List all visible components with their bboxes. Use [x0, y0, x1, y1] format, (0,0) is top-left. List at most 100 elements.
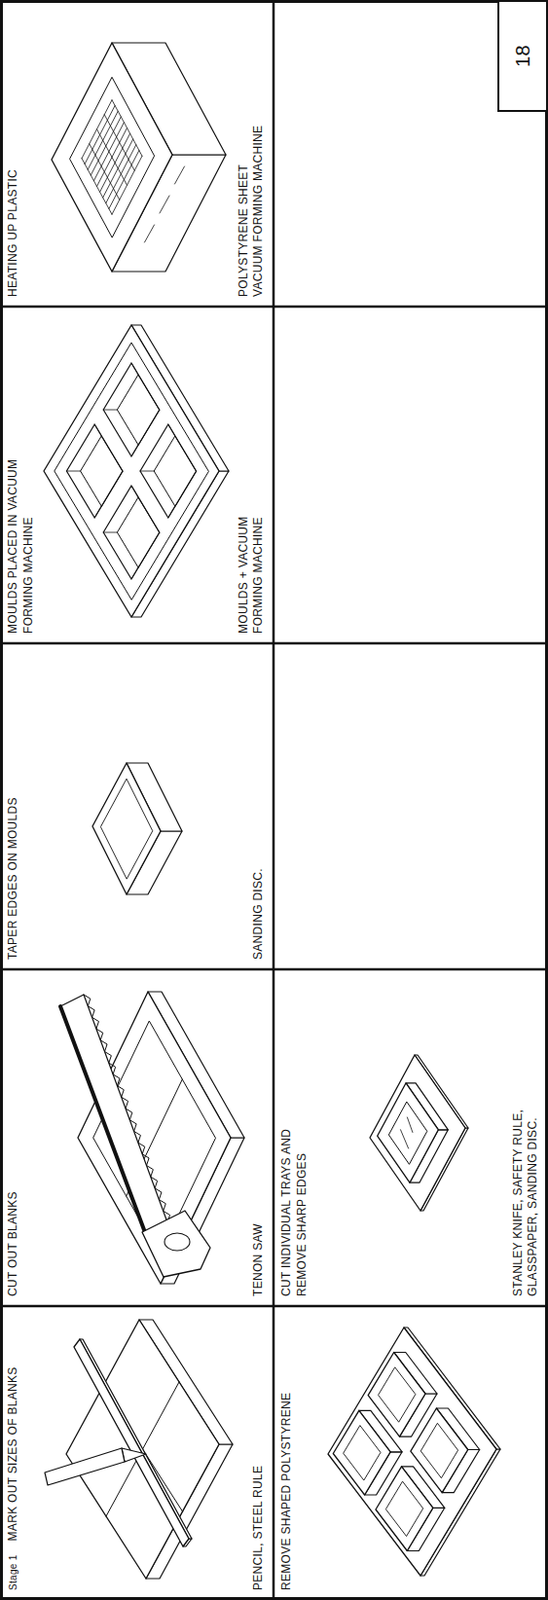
step-title: TAPER EDGES ON MOULDS [5, 797, 22, 960]
slab-top [367, 1352, 426, 1438]
plastic-sheet [70, 76, 155, 238]
heat-hatch [97, 128, 128, 187]
caption-group: SANDING DISC. [251, 653, 267, 960]
step-title: MOULDS PLACED IN VACUUM FORMING MACHINE [5, 458, 37, 634]
vacuum-bed-sketch [43, 325, 229, 618]
marking-out-sketch [44, 1319, 233, 1579]
mould-edge [195, 471, 197, 473]
side-dash [159, 195, 170, 214]
caption-group: PENCIL, STEEL RULE [251, 1315, 267, 1591]
formed-sheet-sketch [328, 1327, 501, 1576]
caption-group: TENON SAW [251, 979, 267, 1297]
column-line [0, 305, 548, 309]
tool-caption: PENCIL, STEEL RULE [251, 1465, 267, 1591]
pencil-tip [121, 1448, 147, 1462]
caption-group: STANLEY KNIFE, SAFETY RULE, GLASSPAPER, … [511, 979, 542, 1297]
handle-hole [164, 1233, 190, 1251]
heat-hatch [97, 129, 128, 186]
tenon-saw-sketch [60, 991, 245, 1284]
tray-recess [378, 1367, 416, 1423]
step-title: HEATING UP PLASTIC [5, 169, 22, 297]
mould-edge [168, 506, 176, 518]
mould-outline [103, 485, 160, 580]
slab-top [377, 1083, 439, 1183]
caption-group: POLYSTYRENE SHEET VACUUM FORMING MACHINE [236, 9, 267, 297]
side-dash [175, 166, 185, 184]
taper-line [100, 778, 152, 879]
pencil-body [44, 1448, 125, 1486]
step-title: REMOVE SHAPED POLYSTYRENE [279, 1392, 295, 1591]
slab-top [332, 1410, 391, 1496]
mould-edge [131, 567, 139, 580]
mould-edge [131, 444, 139, 457]
column-line [0, 1305, 548, 1309]
caption-group: MOULDS + VACUUM FORMING MACHINE [236, 316, 267, 634]
title-group: MOULDS PLACED IN VACUUM FORMING MACHINE [5, 316, 37, 634]
bed-rim [54, 342, 209, 600]
page-number: 18 [510, 44, 536, 68]
tool-caption: TENON SAW [251, 1223, 267, 1297]
slab-top [328, 1327, 497, 1576]
saw-teeth [83, 994, 171, 1223]
tray-recess [420, 1423, 458, 1478]
mould-inner [116, 497, 159, 568]
slab-top [369, 1055, 466, 1211]
slab-top [66, 1319, 220, 1579]
title-group: CUT INDIVIDUAL TRAYS AND REMOVE SHARP ED… [279, 979, 310, 1297]
saw-handle [142, 1210, 211, 1278]
tray-mark [401, 1130, 409, 1149]
tool-caption: SANDING DISC. [251, 868, 267, 960]
mould-edge [121, 471, 123, 473]
single-tray-sketch [369, 1055, 469, 1211]
mould-sketch [92, 763, 183, 895]
mould-edge [103, 409, 117, 411]
mould-edge [94, 424, 102, 437]
mould-inner [116, 374, 159, 445]
title-group: REMOVE SHAPED POLYSTYRENE [279, 1315, 295, 1591]
tray-recess [385, 1481, 423, 1536]
slab-top [73, 1339, 189, 1547]
storyboard-cell: MOULDS PLACED IN VACUUM FORMING MACHINE M… [0, 306, 274, 644]
mould-outline [103, 363, 160, 457]
mould-edge [103, 532, 117, 534]
step-title: CUT INDIVIDUAL TRAYS AND REMOVE SHARP ED… [279, 1121, 310, 1297]
column-line [0, 642, 548, 646]
saw-spine [60, 1006, 147, 1236]
step-title: MARK OUT SIZES OF BLANKS [5, 1366, 22, 1541]
tool-caption: STANLEY KNIFE, SAFETY RULE, GLASSPAPER, … [511, 1087, 542, 1297]
mould-edge [66, 471, 80, 473]
tray-recess [388, 1101, 427, 1165]
storyboard-cell: CUT INDIVIDUAL TRAYS AND REMOVE SHARP ED… [273, 969, 548, 1307]
slab-top [43, 325, 220, 618]
storyboard-cell: CUT OUT BLANKS TENON SAW [0, 969, 274, 1307]
storyboard-cell: Stage 1 MARK OUT SIZES OF BLANKS PENCIL, S… [0, 1306, 274, 1600]
saw-blade [60, 994, 168, 1236]
page-number-box: 18 [497, 0, 548, 112]
mould-edge [168, 424, 176, 437]
storyboard-cell: REMOVE SHAPED POLYSTYRENE [273, 1306, 548, 1600]
column-line [0, 968, 548, 972]
stage-label: Stage 1 [6, 1554, 20, 1591]
mould-edge [131, 363, 139, 375]
title-group: TAPER EDGES ON MOULDS [5, 653, 22, 960]
step-title: CUT OUT BLANKS [5, 1191, 22, 1297]
mould-edge [94, 506, 102, 518]
mould-edge [140, 471, 154, 473]
title-group: CUT OUT BLANKS [5, 979, 22, 1297]
heat-hatch [111, 100, 143, 157]
mould-inner [80, 436, 123, 507]
mould-edge [131, 485, 139, 498]
title-group: Stage 1 MARK OUT SIZES OF BLANKS [5, 1315, 22, 1591]
mould-edge [158, 532, 160, 534]
heat-hatch [81, 158, 112, 216]
slab-top [92, 763, 161, 895]
title-group: 18 [510, 44, 536, 68]
storyboard-cell: HEATING UP PLASTIC POLYSTYRENE SHEET VACU… [0, 0, 274, 307]
title-group: HEATING UP PLASTIC [5, 9, 22, 297]
heat-hatch [104, 114, 135, 172]
mould-edge [158, 409, 160, 411]
tray-recess [343, 1425, 381, 1481]
side-dash [145, 224, 155, 243]
